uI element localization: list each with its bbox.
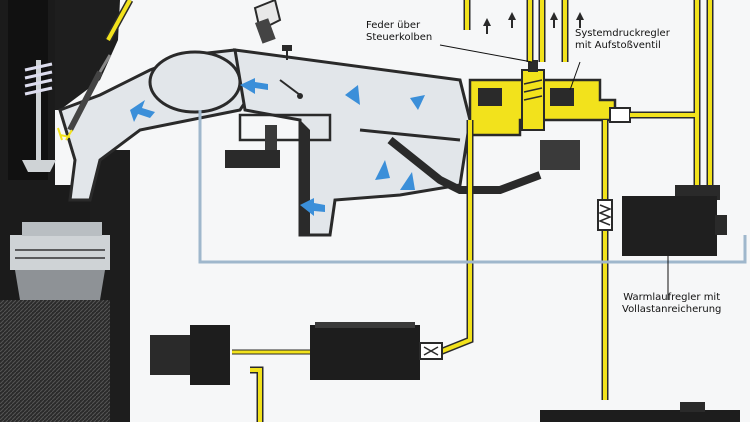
warmup-regulator bbox=[622, 185, 727, 256]
piston-top bbox=[10, 235, 110, 270]
spring-label-line1: Feder über bbox=[366, 20, 421, 31]
warmup-label-line2: Vollastanreicherung bbox=[622, 304, 722, 315]
air-meter-plate bbox=[225, 113, 542, 194]
pressure-label-line1: Systemdruckregler bbox=[575, 28, 670, 39]
cold-start-injector bbox=[253, 0, 282, 44]
pressure-label-line2: mit Aufstoßventil bbox=[575, 40, 661, 51]
warmup-label-line1: Warmlaufregler mit bbox=[623, 292, 721, 303]
vacuum-line bbox=[198, 110, 747, 264]
intake-valve bbox=[22, 60, 56, 172]
label-leaders bbox=[439, 44, 669, 300]
warmup-regulator-label: Warmlaufregler mit Vollastanreicherung bbox=[622, 292, 721, 316]
plenum bbox=[148, 50, 242, 114]
fuel-up-arrows bbox=[483, 12, 584, 34]
fuel-lines bbox=[104, 0, 714, 422]
fuel-filter-spring bbox=[597, 199, 613, 231]
spring-label: Feder über Steuerkolben bbox=[366, 20, 432, 44]
piston bbox=[15, 270, 105, 300]
fuel-tank bbox=[540, 402, 740, 422]
fuel-accumulator bbox=[150, 325, 230, 385]
cylinder-wall bbox=[0, 300, 110, 422]
throttle-lever bbox=[279, 45, 303, 99]
spring-label-line2: Steuerkolben bbox=[366, 32, 433, 43]
fuel-injector bbox=[57, 54, 112, 141]
air-flow-arrows bbox=[130, 78, 425, 216]
fuel-distributor bbox=[468, 60, 631, 170]
fuel-pump bbox=[310, 322, 443, 380]
pressure-regulator-label: Systemdruckregler mit Aufstoßventil bbox=[575, 28, 670, 52]
